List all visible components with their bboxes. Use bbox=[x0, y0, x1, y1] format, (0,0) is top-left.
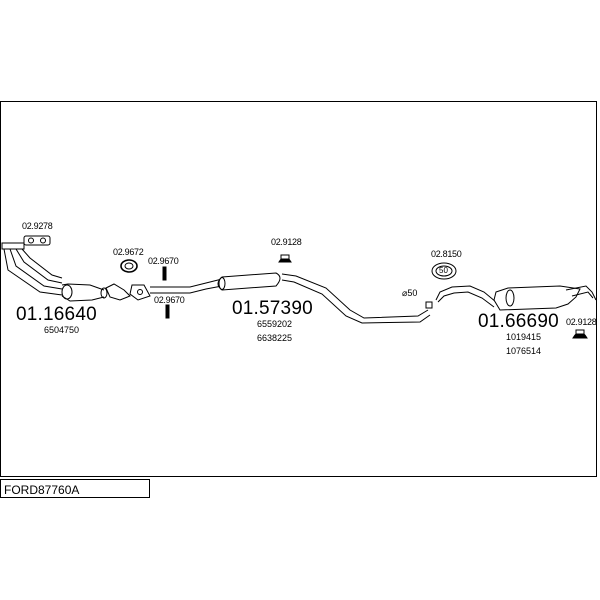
accessory-label-gasket: 02.9278 bbox=[22, 221, 53, 231]
part-number-middle-silencer: 01.57390 bbox=[232, 298, 313, 319]
part-number-rear-silencer: 01.66690 bbox=[478, 311, 559, 332]
oem-ref-middle-2: 6638225 bbox=[257, 333, 293, 343]
rear-silencer-drawing bbox=[435, 285, 597, 311]
pipe-diameter-label: ⌀50 bbox=[402, 288, 418, 298]
diagram-frame bbox=[0, 101, 597, 477]
rubber-mount-icon bbox=[278, 254, 292, 263]
accessory-label-mount-middle: 02.9128 bbox=[271, 237, 302, 247]
oem-ref-rear-2: 1076514 bbox=[506, 346, 542, 356]
accessory-label-hanger-upper: 02.9670 bbox=[148, 256, 179, 266]
pipe-joint-drawing bbox=[105, 283, 151, 301]
oem-ref-rear-1: 1019415 bbox=[506, 332, 542, 342]
diagram-title: FORD87760A bbox=[4, 483, 80, 497]
accessory-label-sealing-ring: 02.9672 bbox=[113, 247, 144, 257]
rubber-hanger-icon bbox=[165, 304, 170, 319]
accessory-label-clamp: 02.8150 bbox=[431, 249, 462, 259]
front-pipe-drawing bbox=[1, 242, 108, 302]
clamp-icon bbox=[431, 262, 457, 280]
oem-ref-middle-1: 6559202 bbox=[257, 319, 293, 329]
middle-silencer-drawing bbox=[150, 272, 433, 324]
rubber-hanger-icon bbox=[162, 266, 167, 281]
accessory-label-hanger-lower: 02.9670 bbox=[154, 295, 185, 305]
rubber-mount-icon bbox=[572, 329, 588, 339]
gasket-icon bbox=[23, 235, 51, 246]
accessory-label-mount-rear: 02.9128 bbox=[566, 317, 597, 327]
oem-ref-front-pipe: 6504750 bbox=[44, 325, 80, 335]
diagram-title-box: FORD87760A bbox=[0, 479, 150, 498]
clamp-size-label: 50 bbox=[439, 266, 448, 275]
part-number-front-pipe: 01.16640 bbox=[16, 304, 97, 325]
sealing-ring-icon bbox=[120, 259, 138, 273]
